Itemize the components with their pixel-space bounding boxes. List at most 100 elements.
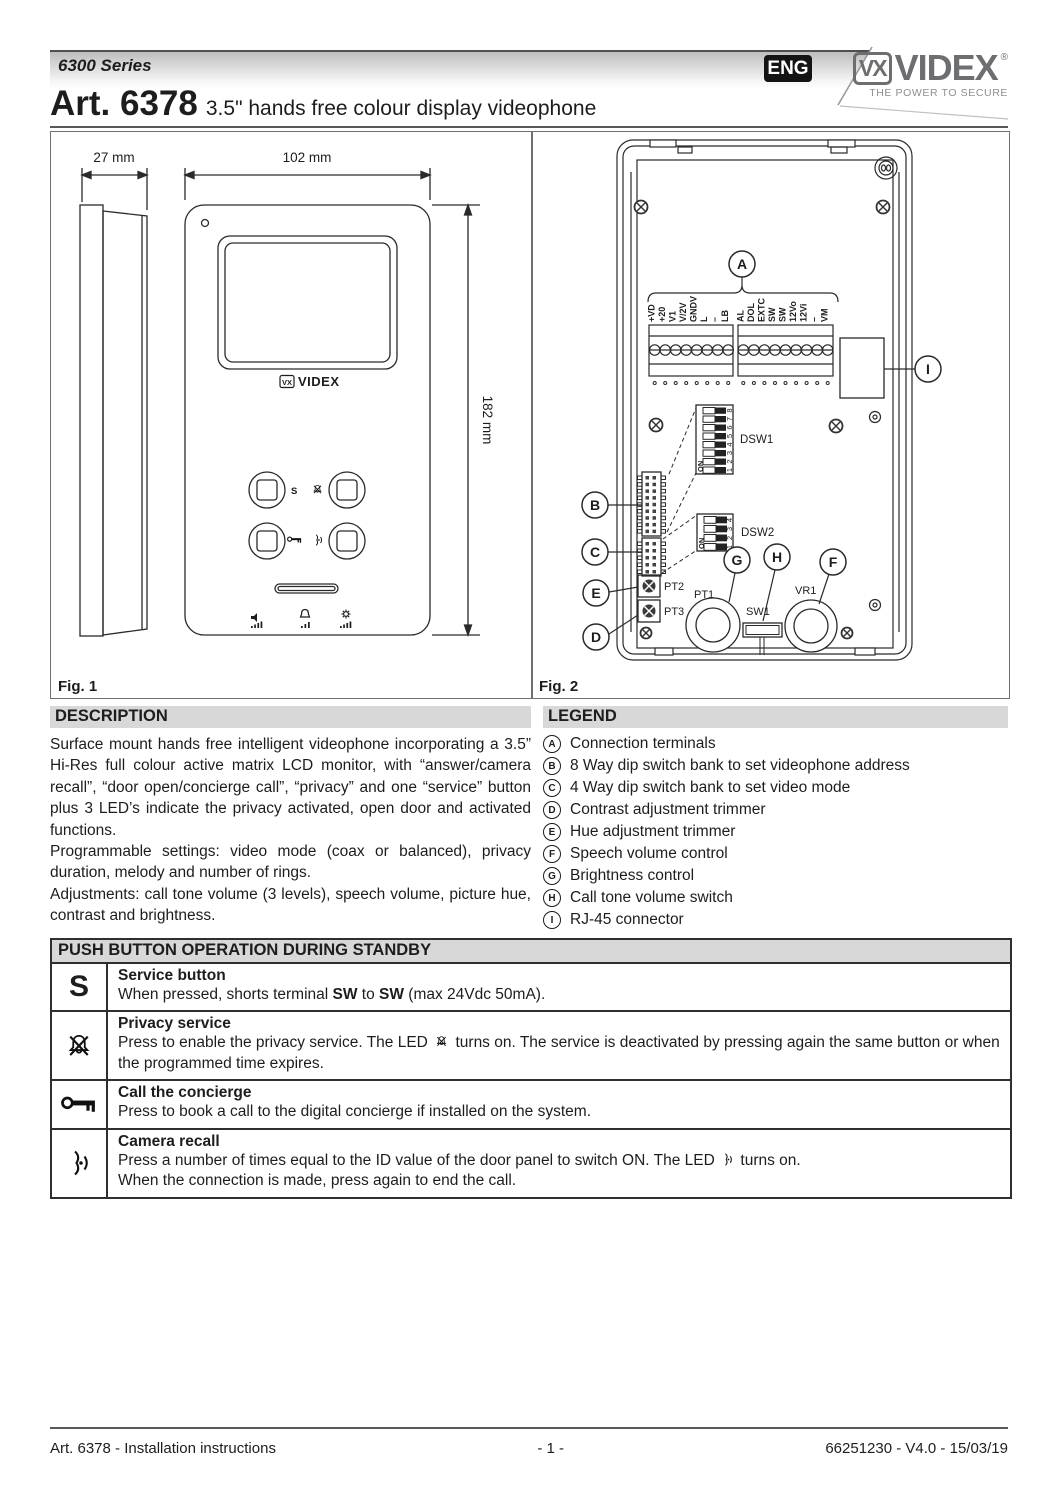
svg-text:E: E [591, 585, 600, 601]
fig2-callouts-bottom: G H F [723, 543, 847, 622]
svg-text:3: 3 [725, 451, 734, 455]
svg-text:DOL: DOL [746, 303, 756, 323]
row-text-line2: When the connection is made, press again… [118, 1172, 517, 1190]
legend-key-d: D [543, 801, 561, 819]
svg-text:–: – [809, 317, 819, 322]
fig1-device-logo: VX VIDEX [279, 374, 340, 389]
article-subtitle: 3.5" hands free colour display videophon… [205, 97, 597, 120]
svg-text:SW: SW [767, 307, 777, 322]
fig2-vr1-control: VR1 [784, 585, 838, 653]
svg-text:F: F [829, 554, 838, 570]
privacy-bell-icon [52, 1012, 108, 1080]
fig2-screws [633, 199, 891, 640]
svg-text:VM: VM [820, 309, 830, 323]
fig2-dsw2-on: ON [697, 538, 706, 549]
header-rule [50, 126, 1008, 128]
row-title: Camera recall [118, 1132, 220, 1150]
fig1-dim-height: 182 mm [480, 396, 495, 445]
svg-text:3: 3 [725, 527, 734, 531]
svg-text:G: G [732, 552, 743, 568]
footer-page-number: - 1 - [537, 1440, 564, 1457]
brand-logo: VX VIDEX ® THE POWER TO SECURE [842, 50, 1008, 99]
svg-text:2: 2 [725, 459, 734, 463]
svg-text:PT2: PT2 [664, 581, 684, 593]
legend-key-e: E [543, 823, 561, 841]
legend-item: B 8 Way dip switch bank to set videophone… [543, 757, 1008, 775]
svg-text:–: – [710, 317, 720, 322]
fig1-dim-width: 102 mm [283, 150, 332, 165]
row-title: Call the concierge [118, 1084, 252, 1102]
fig2-pt2-trimmer: PT2 [637, 574, 684, 598]
fig1-key-icon [287, 536, 302, 544]
fig2-callouts-left: B C E D [581, 491, 642, 651]
language-badge: ENG [764, 55, 812, 82]
fig1-camera-recall-icon [315, 534, 323, 546]
brand-logo-row: VX VIDEX ® [852, 47, 1008, 88]
push-button-table: PUSH BUTTON OPERATION DURING STANDBY S S… [50, 938, 1012, 1199]
fig2-magnifier-lines [661, 407, 698, 574]
fig1-brightness-icon [340, 609, 352, 628]
svg-text:B: B [590, 497, 600, 513]
svg-text:C: C [590, 544, 600, 560]
fig2-dsw1-label: DSW1 [740, 434, 773, 446]
footer-right: 66251230 - V4.0 - 15/03/19 [825, 1440, 1008, 1457]
legend-text: Speech volume control [570, 845, 728, 862]
legend-item: D Contrast adjustment trimmer [543, 801, 1008, 819]
fig2-pt3-trimmer: PT3 [637, 599, 684, 623]
camera-recall-icon [52, 1129, 108, 1197]
figure-divider [531, 132, 533, 698]
fig1-privacy-icon [313, 484, 322, 494]
legend-key-f: F [543, 845, 561, 863]
fig2-dsw1-dip-switch: 1 2 3 4 5 6 7 8 ON DSW1 [695, 404, 773, 475]
table-row-service: S Service button When pressed, shorts te… [52, 964, 1010, 1013]
description-section: DESCRIPTION Surface mount hands free int… [50, 706, 531, 926]
fig1-volume-icon [251, 613, 263, 628]
svg-text:I: I [926, 361, 930, 377]
table-row-concierge: Call the concierge Press to book a call … [52, 1081, 1010, 1130]
page-title: Art. 6378 3.5" hands free colour display … [50, 84, 1008, 124]
privacy-led-icon [434, 1034, 449, 1049]
description-paragraph: Programmable settings: video mode (coax … [50, 842, 531, 882]
legend-key-b: B [543, 757, 561, 775]
table-row-camera-recall: Camera recall Press a number of times eq… [52, 1129, 1010, 1197]
description-heading: DESCRIPTION [50, 706, 531, 728]
svg-text:D: D [591, 629, 601, 645]
article-number: Art. 6378 [50, 84, 198, 123]
row-title: Privacy service [118, 1015, 231, 1033]
fig2-caption: Fig. 2 [539, 678, 579, 695]
svg-text:H: H [772, 549, 782, 565]
svg-text:6: 6 [725, 425, 734, 429]
fig1-drawing: 27 mm 102 mm 182 mm VX VIDEX S [79, 150, 495, 637]
brand-name: VIDEX [894, 47, 999, 88]
fig1-service-label: S [291, 486, 297, 497]
fig1-caption: Fig. 1 [58, 678, 98, 695]
fig2-callout-a: A [647, 250, 839, 303]
row-text: When pressed, shorts terminal SW to SW (… [118, 986, 546, 1003]
svg-text:+20: +20 [657, 307, 667, 322]
registered-mark: ® [1000, 52, 1008, 63]
svg-text:VR1: VR1 [795, 585, 816, 597]
svg-text:VIDEX: VIDEX [298, 374, 340, 389]
description-paragraph: Surface mount hands free intelligent vid… [50, 736, 531, 839]
legend-text: Call tone volume switch [570, 889, 733, 906]
description-paragraph: Adjustments: call tone volume (3 levels)… [50, 885, 531, 924]
svg-text:8: 8 [725, 408, 734, 412]
legend-key-c: C [543, 779, 561, 797]
svg-text:+VD: +VD [647, 304, 657, 322]
fig2-dip-switch-strip [637, 471, 666, 577]
row-text: Press a number of times equal to the ID … [118, 1151, 801, 1169]
row-text: Press to book a call to the digital conc… [118, 1103, 591, 1121]
svg-text:VX: VX [282, 378, 292, 387]
legend-text: Contrast adjustment trimmer [570, 801, 766, 818]
svg-text:L: L [699, 316, 709, 322]
svg-text:PT1: PT1 [694, 589, 714, 601]
legend-text: 8 Way dip switch bank to set videophone … [570, 757, 910, 774]
header-band: 6300 Series [50, 50, 1008, 89]
key-icon [52, 1081, 108, 1128]
